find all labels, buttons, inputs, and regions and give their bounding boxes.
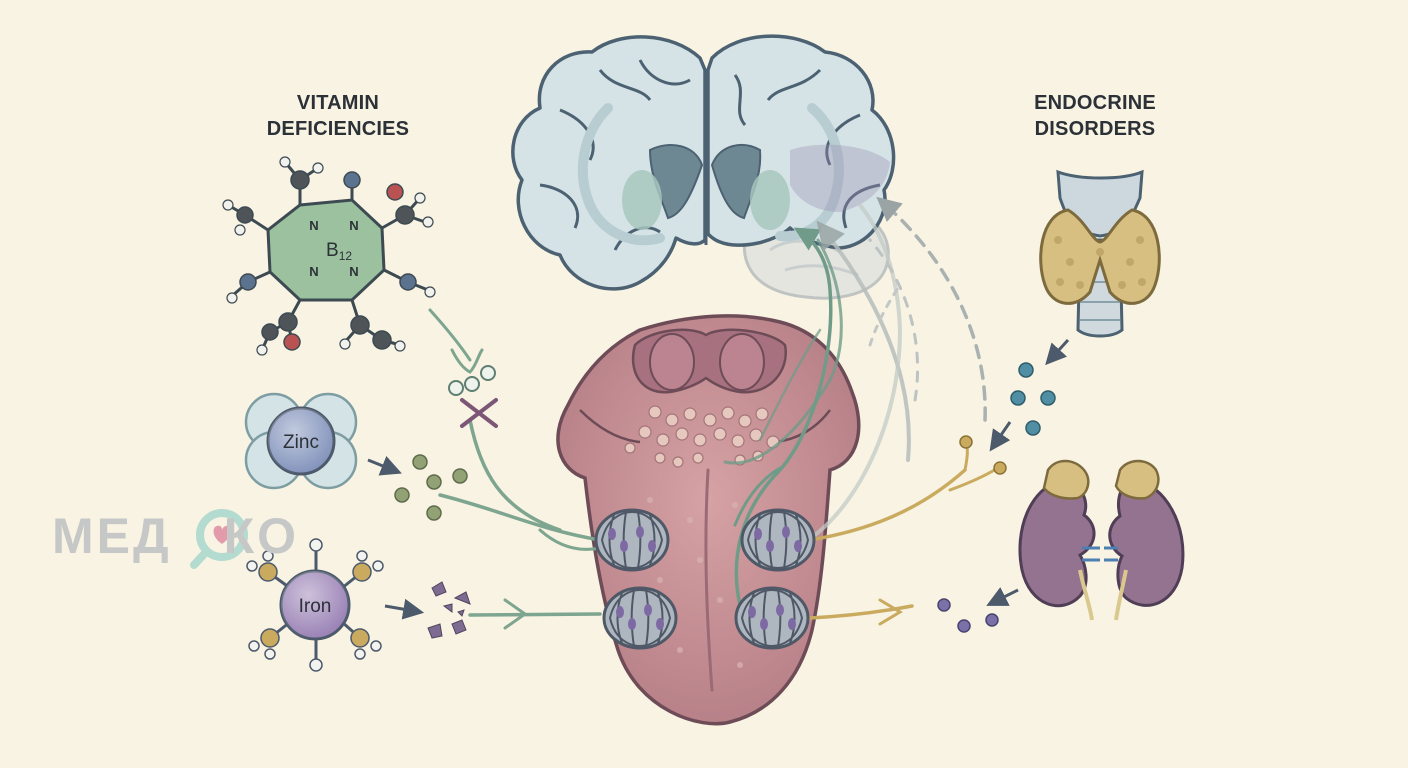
neural-pathways	[428, 196, 1000, 630]
iron-atom-icon: Iron	[246, 538, 384, 672]
iron-arrow	[384, 598, 425, 620]
taste-bud-icon	[594, 508, 816, 650]
zinc-particles	[394, 454, 468, 521]
zinc-label: Zinc	[283, 432, 319, 453]
thyroid-arrow	[1045, 338, 1070, 366]
b12-nitrogen-2: N	[349, 218, 358, 233]
iron-label: Iron	[299, 596, 332, 617]
b12-nitrogen-3: N	[309, 264, 318, 279]
b12-molecule-icon: N N N N B12	[222, 156, 436, 356]
zinc-arrow	[367, 456, 402, 476]
b12-label: B12	[326, 240, 352, 263]
zinc-atom-icon: Zinc	[244, 392, 358, 490]
vitamin-deficiencies-title: VITAMIN DEFICIENCIES	[266, 92, 410, 140]
iron-fragments	[427, 581, 471, 639]
heart-pin-icon	[190, 509, 248, 569]
brain-icon	[511, 34, 896, 300]
hormone-nerve-endings	[959, 435, 1007, 475]
hormone-particles-kidney	[937, 598, 999, 633]
blocked-signal-icon	[448, 365, 498, 428]
kidneys-icon	[1018, 459, 1185, 621]
thyroid-icon	[1039, 169, 1161, 338]
hormone-particles-thyroid	[1010, 362, 1056, 436]
kidney-arrow	[986, 587, 1019, 606]
endocrine-disorders-title: ENDOCRINE DISORDERS	[1034, 92, 1156, 140]
tongue-icon	[556, 314, 861, 726]
b12-nitrogen-1: N	[309, 218, 318, 233]
b12-nitrogen-4: N	[349, 264, 358, 279]
thyroid-arrow-2	[989, 421, 1012, 452]
